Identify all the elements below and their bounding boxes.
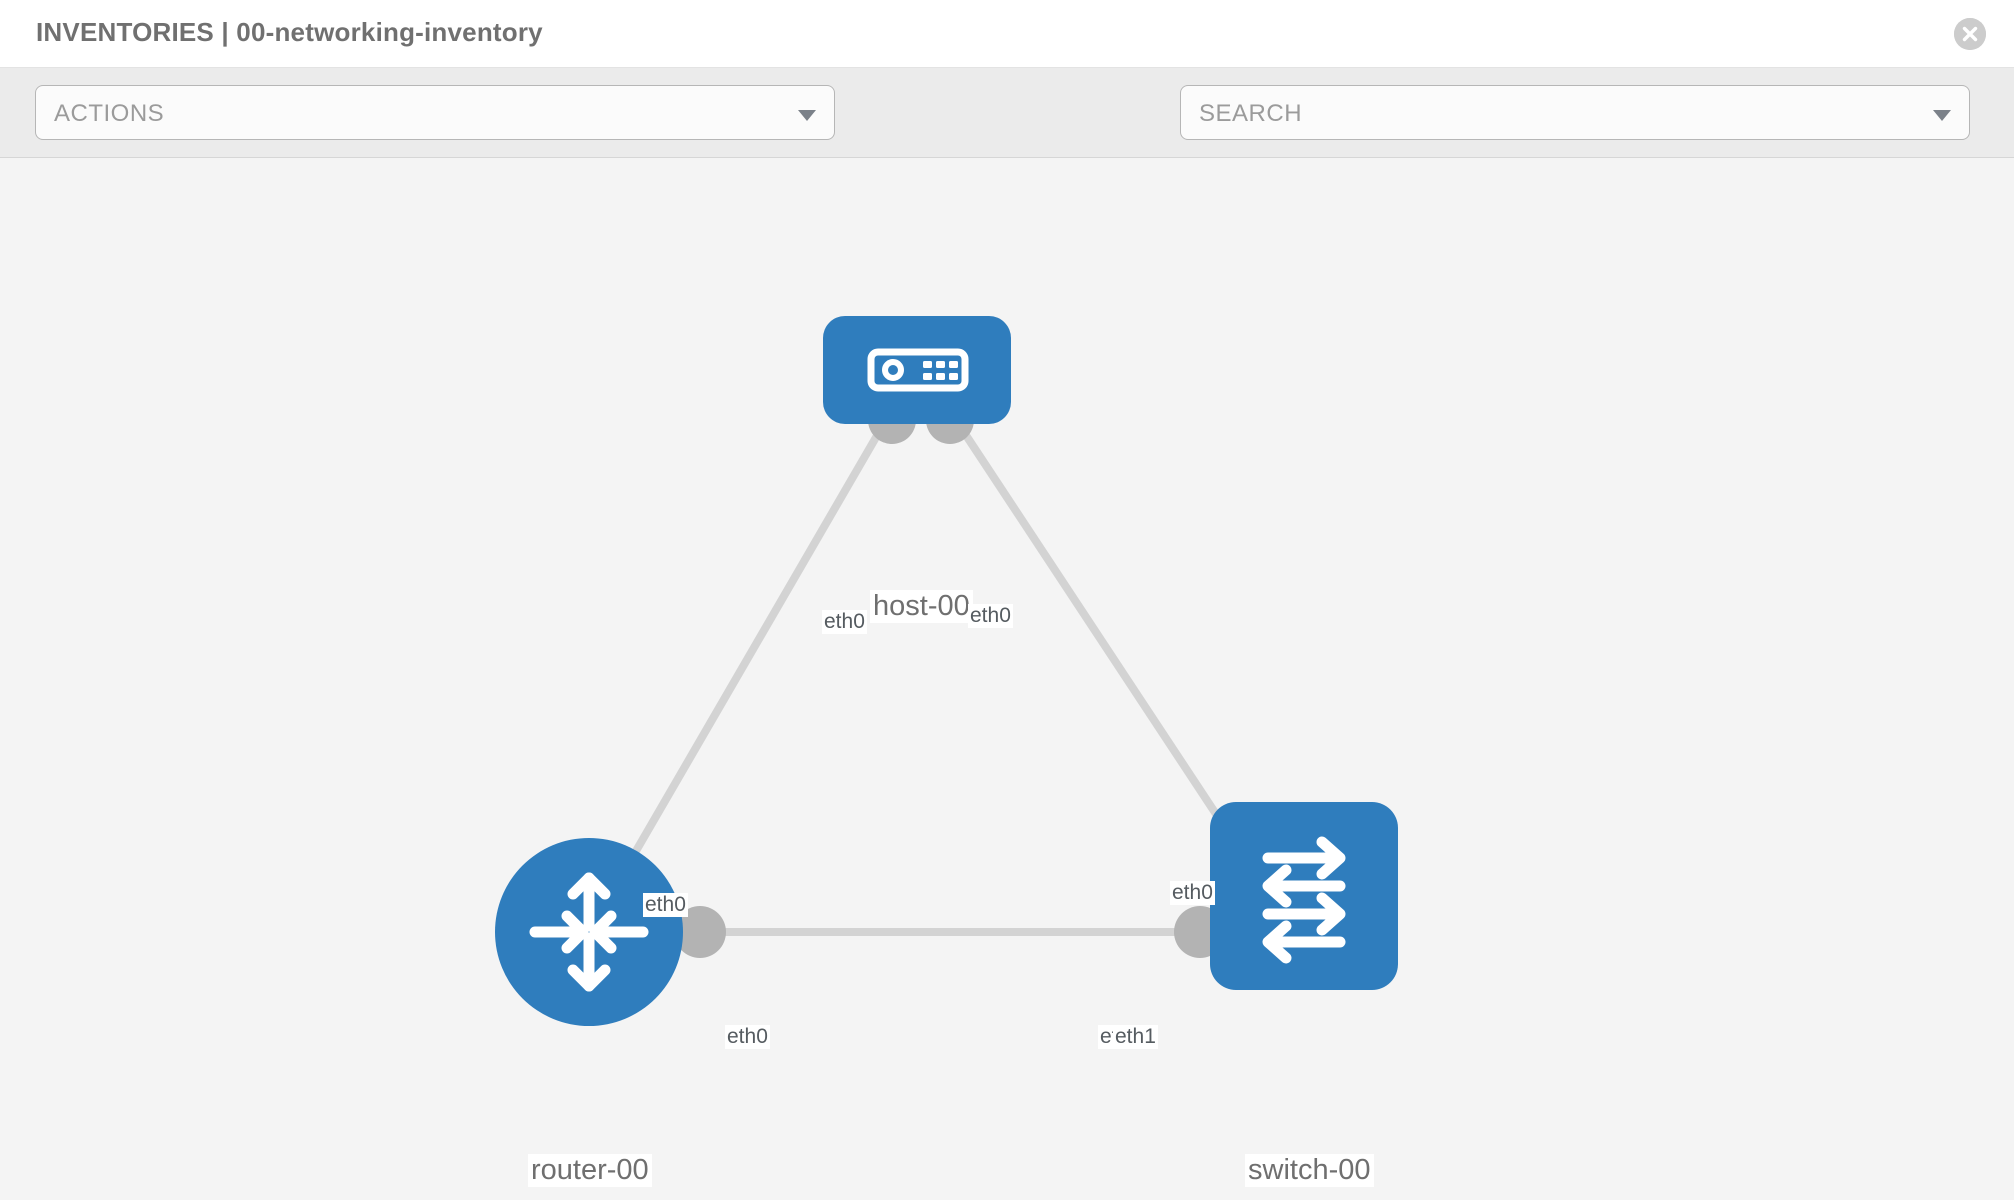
page-title: INVENTORIES | 00-networking-inventory <box>36 17 543 47</box>
search-input[interactable]: SEARCH <box>1180 85 1970 140</box>
node-host-00[interactable] <box>823 316 1011 424</box>
connection-handle <box>674 906 726 958</box>
actions-dropdown-label: ACTIONS <box>54 100 165 127</box>
interface-label-switch-left-over: eth1 <box>1113 1025 1158 1049</box>
link-host-router <box>585 405 897 935</box>
chevron-down-icon <box>1933 110 1951 121</box>
actions-dropdown[interactable]: ACTIONS <box>35 85 835 140</box>
server-icon <box>867 348 969 392</box>
switch-icon <box>1262 836 1346 964</box>
interface-label-host-left: eth0 <box>822 610 867 634</box>
node-label-router-00: router-00 <box>528 1154 652 1187</box>
toolbar: ACTIONS SEARC <box>0 68 2014 195</box>
node-switch-00[interactable] <box>1210 802 1398 990</box>
page-header: INVENTORIES | 00-networking-inventory <box>0 0 2014 68</box>
chevron-down-icon <box>798 110 816 121</box>
search-placeholder: SEARCH <box>1199 100 1303 127</box>
interface-label-router-right: eth0 <box>725 1025 770 1049</box>
link-host-switch <box>944 405 1249 861</box>
close-icon[interactable] <box>1954 18 1986 50</box>
interface-label-host-right: eth0 <box>968 604 1013 628</box>
interface-label-router-up: eth0 <box>643 893 688 917</box>
node-label-host-00: host-00 <box>870 590 973 623</box>
topology-graph <box>585 396 1304 958</box>
node-label-switch-00: switch-00 <box>1245 1154 1374 1187</box>
topology-canvas[interactable]: host-00 router-00 switch-00 eth0 eth0 et… <box>0 158 2014 1200</box>
node-router-00[interactable] <box>495 838 683 1026</box>
interface-label-switch-up: eth0 <box>1170 881 1215 905</box>
router-icon <box>529 872 649 992</box>
